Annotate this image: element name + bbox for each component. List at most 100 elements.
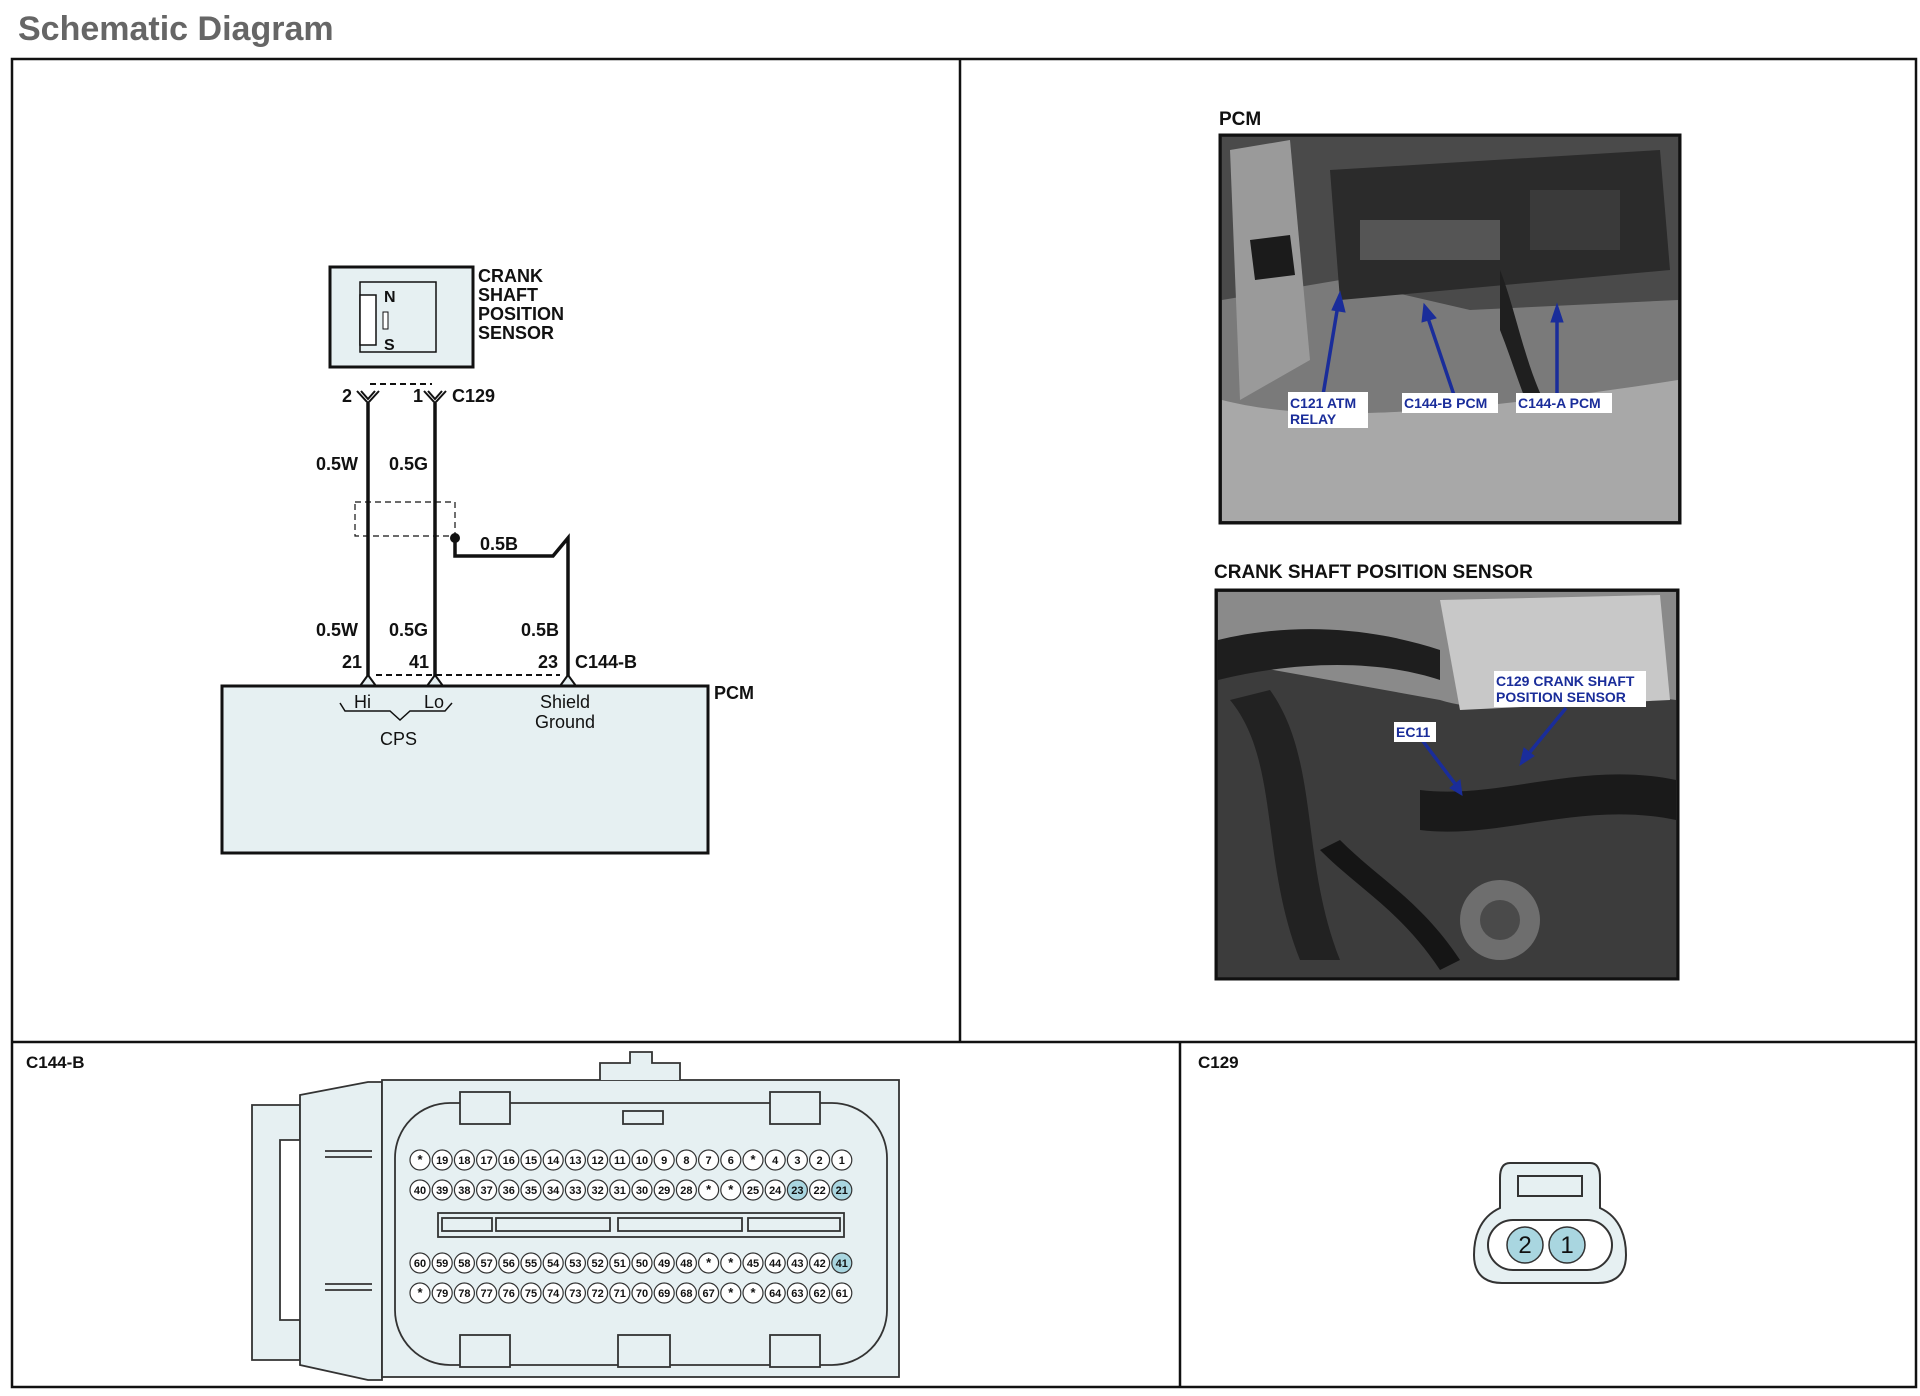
c129-connector-label: C129 <box>452 386 495 406</box>
sensor-label-line4: SENSOR <box>478 323 554 343</box>
c144b-pin-54 <box>542 1252 564 1274</box>
c144b-pin-61 <box>831 1282 853 1304</box>
shield-label-line1: Shield <box>540 692 590 712</box>
c144b-pin-24 <box>764 1179 786 1201</box>
c144b-pin-label: 1 <box>839 1155 845 1167</box>
c144b-pin-label: 69 <box>658 1288 670 1300</box>
wire-black-shield <box>453 533 570 676</box>
c144b-pin-blank <box>742 1282 764 1304</box>
c144b-pin-label: 43 <box>791 1258 803 1270</box>
c144b-pin-label: 68 <box>680 1288 692 1300</box>
c144b-pin-31 <box>609 1179 631 1201</box>
c144b-pin-72 <box>586 1282 609 1304</box>
c144b-pin-label: 32 <box>591 1185 603 1197</box>
c144b-pin-29 <box>653 1179 675 1201</box>
c144b-pin-68 <box>675 1282 698 1304</box>
c144b-pin-label: 21 <box>836 1185 848 1197</box>
c144b-pin-label: 67 <box>702 1288 714 1300</box>
c144b-pin-34 <box>542 1179 564 1201</box>
c144b-pin-label: 51 <box>614 1258 626 1270</box>
c144b-pin-label: 54 <box>547 1258 560 1270</box>
c144b-pin-label: 41 <box>836 1258 848 1270</box>
sensor-callout-bg-1 <box>1494 671 1646 707</box>
sensor-coil-icon <box>382 311 389 330</box>
c129-pin-label: 2 <box>1518 1232 1531 1259</box>
pole-s-label: S <box>384 337 395 354</box>
shield-twisted-pair-box <box>354 501 456 537</box>
c144b-pin-label: 49 <box>658 1258 670 1270</box>
wire-white-lower-label: 0.5W <box>316 620 358 640</box>
c144b-pin-11 <box>609 1149 631 1171</box>
outer-frame <box>10 57 1918 1389</box>
sensor-photo-title: CRANK SHAFT POSITION SENSOR <box>1214 562 1533 583</box>
wire-black-upper-label: 0.5B <box>480 534 518 554</box>
c144b-pin-label: * <box>750 1152 756 1167</box>
c144b-pin-43 <box>786 1252 809 1274</box>
c144b-pin-label: 31 <box>614 1185 626 1197</box>
pcm-box <box>220 684 710 855</box>
c144b-pin-45 <box>742 1252 764 1274</box>
c144b-pin-label: 52 <box>591 1258 603 1270</box>
c144b-pin-label: 39 <box>436 1185 448 1197</box>
c144b-pin-label: * <box>417 1285 423 1300</box>
c144b-pin-label: 79 <box>436 1288 448 1300</box>
c144b-pin-label: 48 <box>680 1258 692 1270</box>
c144b-pin-14 <box>542 1149 564 1171</box>
c144b-pin-32 <box>586 1179 609 1201</box>
c144b-pin-label: 55 <box>525 1258 537 1270</box>
sensor-photo <box>1214 588 1680 981</box>
c144b-pin-label: 38 <box>458 1185 470 1197</box>
c144b-pin-blank <box>720 1179 742 1201</box>
wire-green-upper-label: 0.5G <box>389 454 428 474</box>
pcm-photo-title: PCM <box>1219 109 1261 130</box>
c144b-pin-label: 75 <box>525 1288 537 1300</box>
c144b-pin-74 <box>542 1282 564 1304</box>
c144b-pin-2 <box>808 1149 831 1171</box>
c144b-pin-label: 28 <box>680 1185 692 1197</box>
c144b-callout: C144-B PCM <box>1404 395 1487 411</box>
sensor-label-line2: SHAFT <box>478 285 538 305</box>
pcm-pin-23: 23 <box>538 652 558 672</box>
c144b-pin-label: 50 <box>636 1258 648 1270</box>
schematic-panel: N S CRANK SHAFT POSITION SENSOR 2 1 C129… <box>220 265 754 855</box>
c144b-pin-label: * <box>728 1285 734 1300</box>
c144b-pin-7 <box>697 1149 720 1171</box>
c144b-pin-label: 10 <box>636 1155 648 1167</box>
c144b-pin-62 <box>808 1282 831 1304</box>
pcm-pin-41: 41 <box>409 652 429 672</box>
c144b-pin-label: 15 <box>525 1155 537 1167</box>
c144b-pin-35 <box>520 1179 542 1201</box>
c129-pin-2 <box>1506 1226 1544 1264</box>
wires <box>366 403 570 676</box>
c144b-pin-73 <box>564 1282 587 1304</box>
c144b-pin-label: 70 <box>636 1288 648 1300</box>
c144b-connector-label: C144-B <box>575 652 637 672</box>
c144b-pin-label: 4 <box>772 1155 779 1167</box>
ec11-callout: EC11 <box>1396 724 1430 740</box>
c129-connector-symbol <box>356 383 447 405</box>
c144b-pin-label: 18 <box>458 1155 470 1167</box>
c144b-pin-51 <box>609 1252 631 1274</box>
c144b-pin-label: 62 <box>813 1288 825 1300</box>
c144b-pin-label: 59 <box>436 1258 448 1270</box>
c144b-pin-69 <box>653 1282 675 1304</box>
c144b-pin-58 <box>453 1252 475 1274</box>
c144b-pin-label: 14 <box>547 1155 560 1167</box>
c144b-pin-55 <box>520 1252 542 1274</box>
c144b-pin-blank <box>720 1252 742 1274</box>
c144b-pin-label: * <box>706 1182 712 1197</box>
c144b-pin-label: 6 <box>728 1155 734 1167</box>
sensor-pin-1: 1 <box>413 386 423 406</box>
c144a-callout: C144-A PCM <box>1518 395 1601 411</box>
c144b-pin-22 <box>808 1179 831 1201</box>
c144b-pin-label: 71 <box>614 1288 626 1300</box>
c144b-pin-59 <box>431 1252 453 1274</box>
c144b-pin-blank <box>720 1282 742 1304</box>
c121-callout-line1: C121 ATM <box>1290 395 1356 411</box>
c144b-pin-67 <box>697 1282 720 1304</box>
sensor-callout-bg-2 <box>1394 722 1436 742</box>
c144b-pin-label: 64 <box>769 1288 782 1300</box>
